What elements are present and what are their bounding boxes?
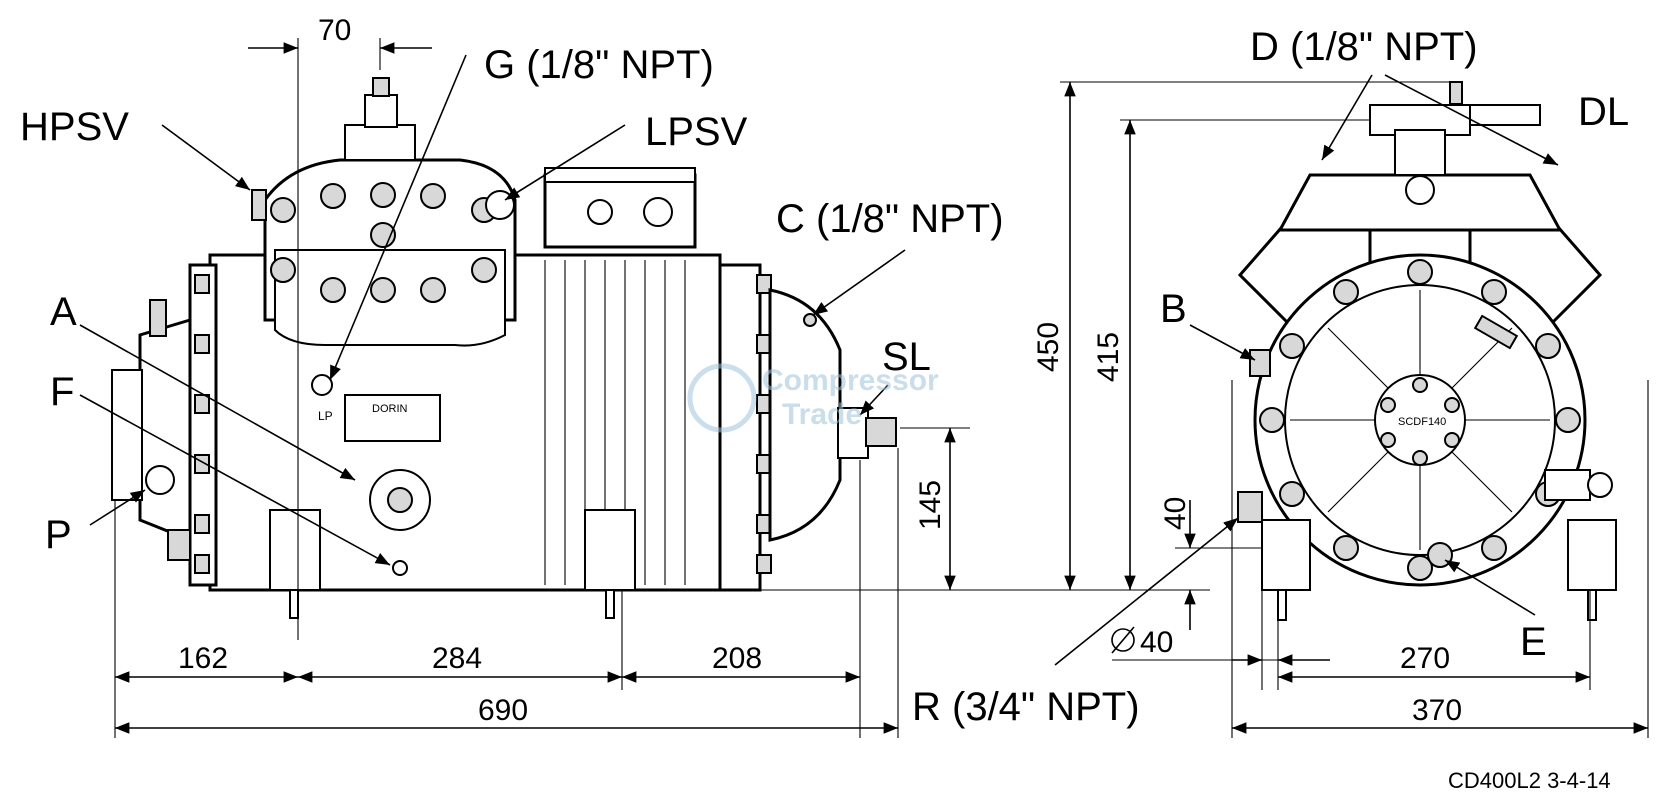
dim-40-diameter: 40 — [1140, 626, 1173, 659]
c-leader — [812, 249, 906, 316]
dim-145: 145 — [914, 480, 947, 530]
r-port — [1237, 491, 1263, 523]
b-leader — [1189, 324, 1256, 361]
dim-450: 450 — [1032, 322, 1065, 372]
dim-162: 162 — [178, 642, 228, 675]
left-end-flange — [188, 263, 218, 587]
c-port — [803, 313, 817, 327]
discharge-valve-cap — [372, 77, 390, 97]
dim-690: 690 — [478, 694, 528, 727]
dim-208: 208 — [712, 642, 762, 675]
dim-370: 370 — [1412, 694, 1462, 727]
discharge-valve-body — [364, 94, 398, 128]
c-label: C (1/8" NPT) — [776, 197, 1004, 241]
sl-leader — [859, 384, 889, 416]
e-port — [1427, 542, 1453, 568]
a-leader — [79, 324, 356, 481]
diameter-symbol — [1111, 628, 1135, 652]
dim-415: 415 — [1092, 332, 1125, 382]
right-fitting-cap — [1587, 472, 1613, 498]
motor-flange-bolts — [756, 274, 772, 574]
badge-text: SCDF140 — [1398, 416, 1446, 428]
side-view: DORIN LP HPSV G (1/8" NPT) LPSV C (1/8" … — [20, 14, 1210, 738]
suction-valve-stem — [865, 417, 897, 447]
dl-pipe — [1469, 104, 1541, 126]
g-port — [311, 374, 333, 396]
b-label: B — [1160, 287, 1187, 331]
oil-pump-cover — [111, 369, 143, 501]
lpsv-fitting — [485, 190, 515, 220]
diameter-slash — [1111, 626, 1135, 654]
watermark-line1: Compressor — [762, 364, 939, 397]
drawing-code: CD400L2 3-4-14 — [1448, 768, 1611, 793]
cable-gland-2 — [643, 197, 673, 227]
right-fitting — [1544, 469, 1591, 501]
head-bolts — [270, 182, 497, 303]
nameplate — [344, 394, 441, 442]
lpsv-label: LPSV — [645, 110, 748, 154]
discharge-valve-base — [344, 124, 416, 161]
watermark-logo-icon — [687, 363, 757, 433]
hpsv-leader — [161, 124, 251, 191]
top-manifold-base — [1394, 129, 1446, 176]
stud-right — [605, 589, 615, 619]
watermark-line2: Trade — [782, 398, 862, 431]
dim-284: 284 — [432, 642, 482, 675]
watermark: Compressor Trade — [687, 363, 939, 433]
oil-fitting — [1473, 314, 1519, 350]
dim-270: 270 — [1400, 642, 1450, 675]
left-fitting-lower — [167, 529, 191, 561]
g-label: G (1/8" NPT) — [484, 43, 714, 87]
front-foot-right — [1567, 519, 1617, 591]
front-badge-circle — [1405, 175, 1435, 205]
d-port — [1449, 81, 1463, 105]
front-stud-right — [1587, 589, 1597, 621]
hpsv-label: HPSV — [20, 105, 129, 149]
nameplate-text: DORIN — [372, 403, 408, 415]
sight-glass-center — [387, 487, 413, 513]
lpsv-leader — [504, 124, 626, 201]
p-label: P — [45, 513, 72, 557]
f-label: F — [50, 370, 74, 414]
oil-drain-plug — [392, 560, 408, 576]
lp-text: LP — [318, 409, 333, 423]
oil-pump-housing — [138, 317, 192, 543]
e-leader — [1444, 559, 1536, 616]
p-port — [145, 465, 175, 495]
dim-70: 70 — [318, 14, 351, 47]
p-leader — [89, 489, 146, 526]
f-leader — [79, 394, 391, 566]
r-leader — [1054, 517, 1239, 666]
e-label: E — [1520, 620, 1547, 664]
hpsv-fitting — [251, 189, 267, 221]
cover-bolts — [1259, 259, 1581, 581]
g-leader — [329, 54, 467, 381]
r-label: R (3/4" NPT) — [912, 685, 1140, 729]
front-stud-left — [1277, 589, 1287, 621]
dim-40-vertical: 40 — [1159, 497, 1192, 530]
d-leader-left — [1321, 74, 1373, 161]
foot-right — [584, 509, 636, 591]
sl-label: SL — [882, 335, 931, 379]
left-fitting-a — [149, 299, 167, 337]
a-label: A — [50, 290, 77, 334]
terminal-box-lid — [544, 167, 696, 183]
front-foot-left — [1261, 519, 1311, 591]
hub-bolts — [1380, 377, 1460, 466]
motor-end-cover — [768, 288, 842, 542]
cable-gland-1 — [587, 199, 613, 225]
stud-left — [289, 589, 299, 619]
d-leader-right — [1384, 74, 1559, 166]
dl-label: DL — [1578, 90, 1629, 134]
b-port — [1249, 349, 1271, 377]
d-label: D (1/8" NPT) — [1250, 25, 1478, 69]
front-view: SCDF140 — [912, 25, 1649, 738]
